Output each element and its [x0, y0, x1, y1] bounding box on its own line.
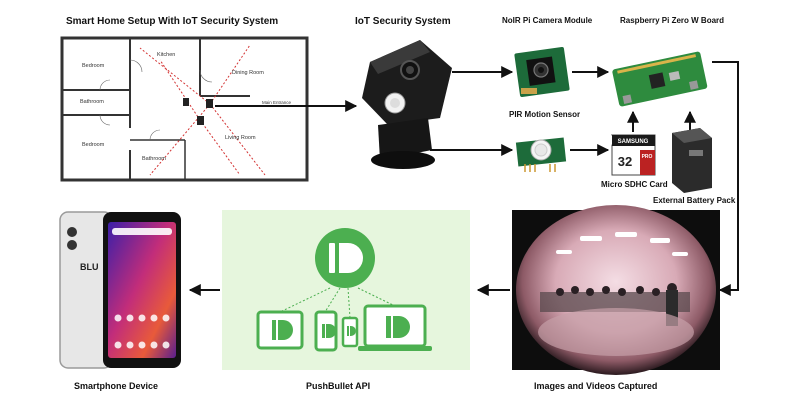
smartphone-image: [59, 211, 181, 369]
camera-module-image: [514, 46, 570, 98]
arrow-pi-to-captured: [712, 61, 739, 296]
pir-sensor-image: [515, 137, 567, 172]
room-bathroom-small: Bathroom: [142, 156, 166, 162]
sd-pro-text: PRO: [642, 154, 653, 160]
sd-brand-text: SAMSUNG: [618, 139, 649, 145]
plan-camera-icon: [206, 99, 213, 108]
label-pushbullet: PushBullet API: [306, 381, 371, 391]
label-battery: External Battery Pack: [653, 196, 736, 205]
raspberry-pi-image: [612, 51, 708, 107]
room-bathroom-left: Bathroom: [80, 99, 104, 105]
label-smartphone: Smartphone Device: [74, 381, 159, 391]
label-camera-module: NoIR Pi Camera Module: [502, 16, 593, 25]
room-dining: Dining Room: [232, 70, 264, 76]
plan-camera-icon: [197, 116, 204, 125]
room-bedroom-top: Bedroom: [82, 63, 105, 69]
plan-camera-icon: [183, 98, 189, 106]
title-smart-home: Smart Home Setup With IoT Security Syste…: [66, 16, 279, 27]
sd-capacity-text: 32: [618, 154, 632, 169]
pushbullet-panel: [222, 210, 470, 370]
label-pi-board: Raspberry Pi Zero W Board: [620, 16, 725, 25]
label-captured: Images and Videos Captured: [534, 381, 658, 391]
iot-security-device: [362, 40, 452, 169]
battery-pack-image: [672, 128, 712, 193]
phone-brand-text: BLU: [80, 262, 99, 272]
label-sd-card: Micro SDHC Card: [601, 180, 668, 189]
captured-image: [512, 205, 720, 375]
floor-plan: [60, 36, 309, 182]
room-kitchen: Kitchen: [157, 52, 176, 58]
room-main-entrance: Main Entrance: [262, 100, 292, 105]
sd-card-image: SAMSUNG 32 PRO: [610, 134, 656, 176]
label-pir-sensor: PIR Motion Sensor: [509, 110, 581, 119]
room-living: Living Room: [225, 135, 256, 141]
title-iot-system: IoT Security System: [355, 16, 451, 27]
room-bedroom-bottom: Bedroom: [82, 142, 105, 148]
camera-fov-lines: [139, 44, 266, 176]
